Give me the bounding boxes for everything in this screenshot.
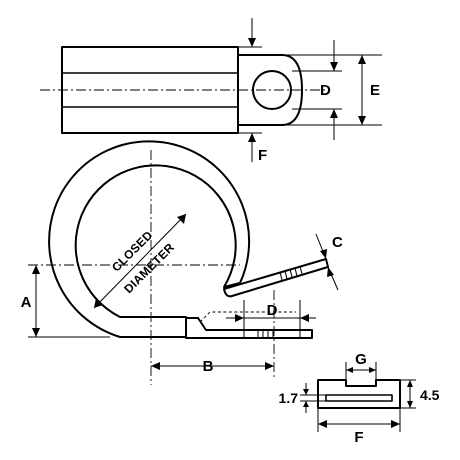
dim-4-5-arrow-bottom bbox=[407, 401, 413, 408]
section-inner-channel bbox=[325, 394, 393, 402]
dim-4-5-arrow-top bbox=[407, 380, 413, 387]
upper-tab-knurl-4 bbox=[294, 267, 298, 277]
dim-d-side-label: D bbox=[267, 302, 278, 319]
dim-f-section-label: F bbox=[354, 429, 363, 446]
side-view: CLOSED DIAMETER C A B D bbox=[21, 140, 343, 385]
dim-f-section-right-arrow bbox=[391, 420, 400, 428]
top-view: D E F bbox=[40, 18, 382, 164]
dim-d-lower-arrow bbox=[330, 109, 338, 118]
dim-b-right-arrow bbox=[265, 362, 274, 370]
closed-diameter-arrow-end bbox=[177, 214, 186, 224]
dim-e-lower-arrow bbox=[358, 116, 366, 125]
dim-d-side-right-arrow bbox=[300, 314, 309, 322]
dim-c-upper-arrow bbox=[320, 249, 327, 259]
dim-1-7-label: 1.7 bbox=[279, 390, 299, 406]
dim-f-label: F bbox=[258, 147, 267, 164]
dim-d-side-left-arrow bbox=[235, 314, 244, 322]
closed-diameter-arrow-start bbox=[94, 298, 103, 308]
dim-a-label: A bbox=[21, 294, 32, 311]
dim-f-lower-arrow bbox=[248, 133, 256, 142]
dim-c-lower-arrow bbox=[327, 267, 334, 277]
dim-a-upper-arrow bbox=[32, 265, 40, 274]
dim-e-label: E bbox=[370, 82, 380, 99]
dim-d-upper-arrow bbox=[330, 62, 338, 71]
upper-tab-knurl-1 bbox=[279, 271, 283, 281]
side-view-rubber-band bbox=[48, 140, 251, 338]
side-view-upper-tab bbox=[223, 258, 329, 298]
dim-e-upper-arrow bbox=[358, 55, 366, 64]
dim-g-left-arrow bbox=[346, 367, 353, 373]
dim-f-section-left-arrow bbox=[318, 420, 327, 428]
dim-d-label: D bbox=[320, 82, 331, 99]
dim-1-7-arrow-bottom bbox=[303, 401, 309, 407]
dim-a-lower-arrow bbox=[32, 328, 40, 337]
dim-g-right-arrow bbox=[369, 367, 376, 373]
section-profile bbox=[317, 379, 401, 409]
section-view: G F 1.7 4.5 bbox=[279, 351, 440, 446]
upper-tab-knurl-2 bbox=[284, 270, 288, 280]
dim-f-upper-arrow bbox=[248, 38, 256, 47]
side-view-lower-tab bbox=[185, 317, 313, 339]
dim-b-left-arrow bbox=[151, 362, 160, 370]
side-view-hidden-bottom-lug bbox=[199, 311, 296, 323]
upper-tab-knurl-3 bbox=[289, 268, 293, 278]
upper-tab-knurl-5 bbox=[299, 265, 303, 275]
dim-1-7-arrow-top bbox=[303, 389, 309, 395]
dim-c-label: C bbox=[332, 234, 343, 251]
dim-4-5-label: 4.5 bbox=[420, 387, 440, 403]
dim-g-label: G bbox=[355, 351, 367, 368]
closed-diameter-line bbox=[93, 213, 187, 309]
dim-b-label: B bbox=[203, 358, 214, 375]
